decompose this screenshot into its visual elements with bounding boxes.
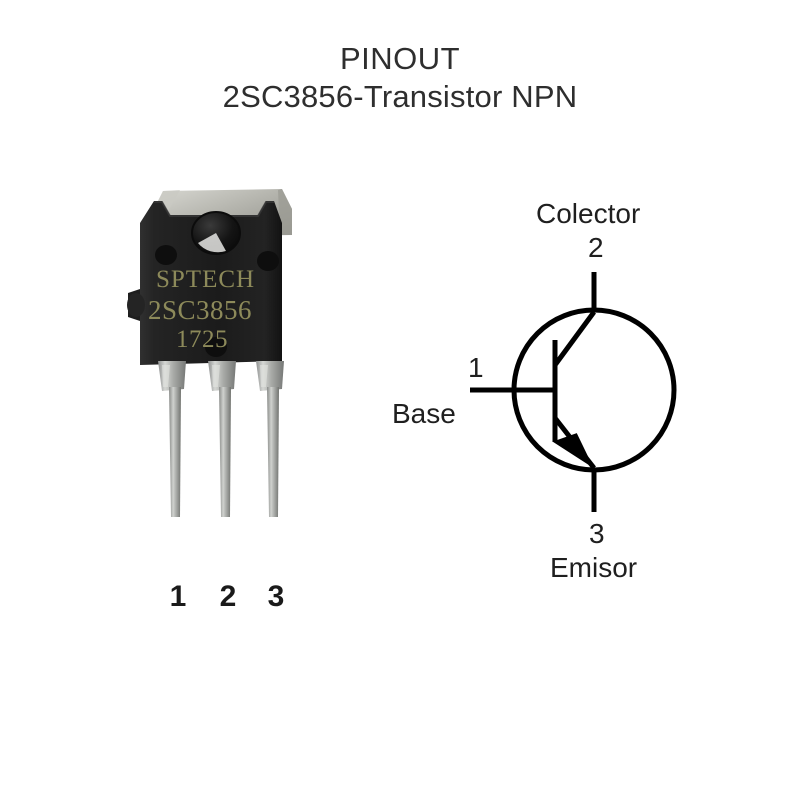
page-title: PINOUT 2SC3856-Transistor NPN <box>0 40 800 117</box>
photo-pin-number-3: 3 <box>267 580 285 613</box>
photo-pin-numbers: 1 2 3 <box>100 580 350 620</box>
lead-1 <box>158 361 186 517</box>
photo-pin-number-2: 2 <box>219 580 237 613</box>
marking-brand: SPTECH <box>156 266 255 293</box>
lead-3 <box>256 361 284 517</box>
marking-part-number: 2SC3856 <box>148 295 252 325</box>
title-line-pinout: PINOUT <box>339 41 461 76</box>
molding-dimples <box>155 245 279 357</box>
transistor-schematic-symbol: Colector 2 Base 1 3 Emisor <box>390 180 720 600</box>
transistor-photo: SPTECH 2SC3856 1725 1 2 3 <box>100 165 350 625</box>
package-markings: SPTECH 2SC3856 1725 <box>148 266 255 353</box>
collector-pin-number: 2 <box>588 232 604 263</box>
emitter-arrowhead <box>552 433 594 469</box>
title-line-part: 2SC3856-Transistor NPN <box>222 79 578 115</box>
collector-junction-line <box>552 310 597 367</box>
collector-label: Colector <box>536 198 641 229</box>
photo-pin-number-1: 1 <box>169 580 187 613</box>
base-pin-number: 1 <box>468 352 484 383</box>
npn-symbol-drawing <box>470 272 677 512</box>
marking-date-code: 1725 <box>176 326 228 353</box>
mounting-hole <box>191 211 241 255</box>
transistor-package-illustration: SPTECH 2SC3856 1725 <box>127 189 292 517</box>
lead-2 <box>208 361 236 517</box>
emitter-label: Emisor <box>550 552 638 583</box>
base-label: Base <box>392 398 456 429</box>
emitter-pin-number: 3 <box>589 518 605 549</box>
